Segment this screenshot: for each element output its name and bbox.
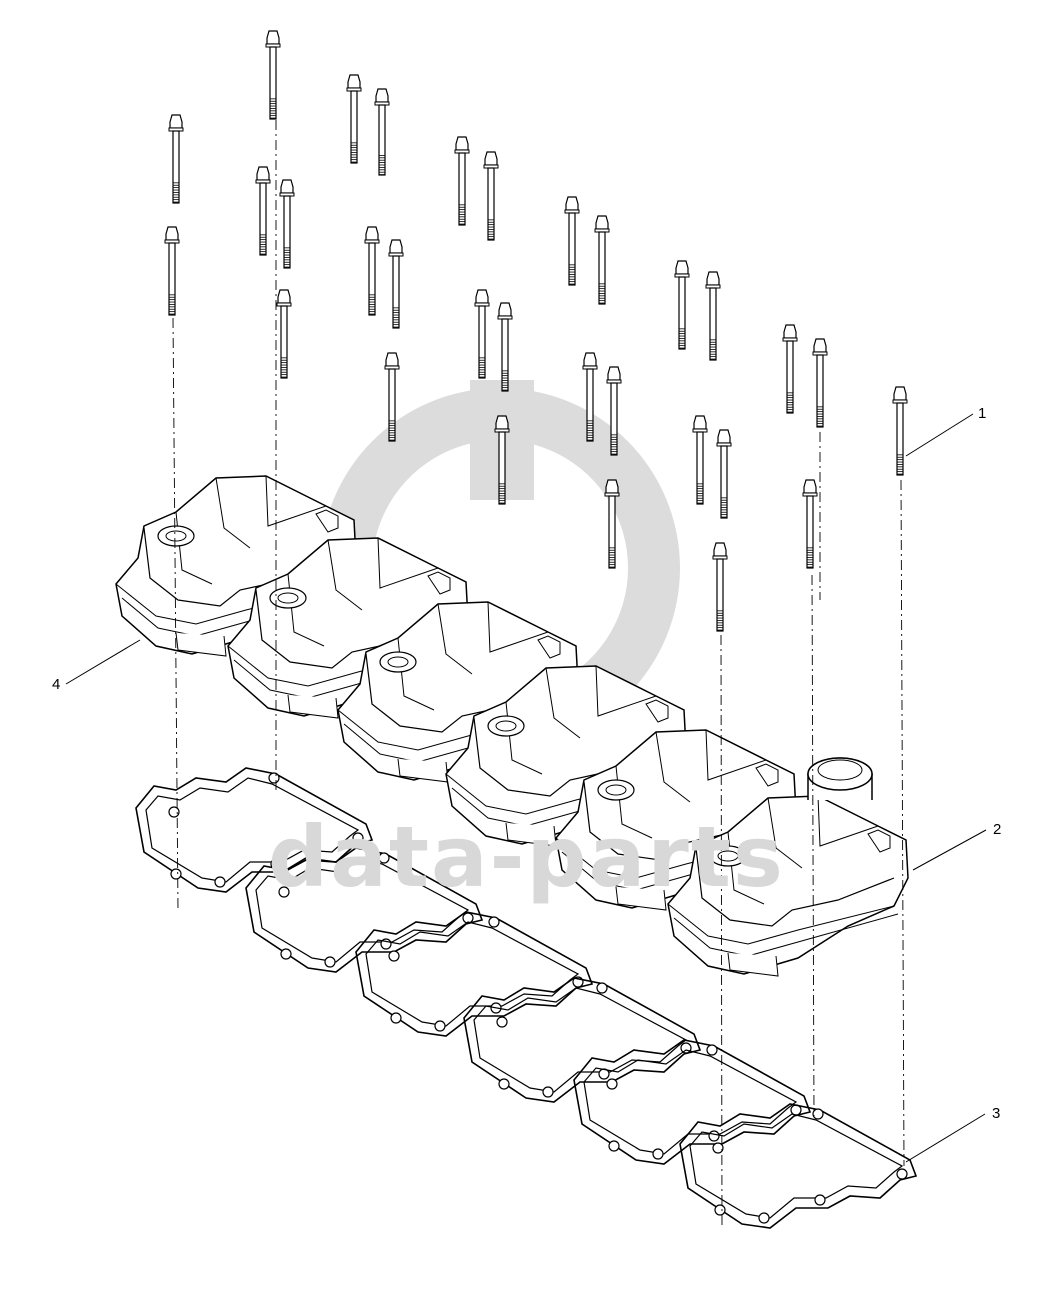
leader-line [905,1113,986,1163]
alignment-lines [172,120,905,1229]
bolt [812,338,828,428]
watermark-text: data-parts [268,808,785,906]
gasket [463,977,702,1103]
bolt [388,239,404,329]
bolts-group [164,30,908,632]
bolt [582,352,598,442]
gaskets-group [135,767,918,1229]
bolt [255,166,271,256]
bolt [454,136,470,226]
gasket [679,1103,918,1229]
bolt [279,179,295,269]
bolt [265,30,281,120]
bolt [674,260,690,350]
bolt [494,415,510,505]
callout-3: 3 [992,1105,1001,1122]
bolt [474,289,490,379]
valve-cover [445,665,687,847]
callout-4: 4 [52,676,61,693]
bolt [802,479,818,569]
bolt [346,74,362,164]
bolt [497,302,513,392]
valve-cover [227,537,469,719]
callout-leaders [65,413,987,1163]
bolt [604,479,620,569]
bolt [705,271,721,361]
alignment-line [900,479,905,1167]
bolt [276,289,292,379]
bolt [374,88,390,176]
bolt [594,215,610,305]
bolt [364,226,380,316]
bolt [892,386,908,476]
valve-cover [337,601,579,783]
bolt [384,352,400,442]
valve-cover [667,757,909,977]
alignment-line [720,634,723,1229]
bolt [692,415,708,505]
bolt [782,324,798,414]
bolt [564,196,580,286]
bolt [716,429,732,519]
gasket [135,767,374,893]
leader-line [912,829,987,871]
callout-1: 1 [978,405,987,422]
valve-covers-group [115,475,909,977]
bolt [164,226,180,316]
bolt [168,114,184,204]
gasket [573,1039,812,1165]
callout-2: 2 [993,821,1002,838]
leader-line [65,639,141,685]
gasket [355,911,594,1037]
valve-cover [115,475,357,657]
bolt [606,366,622,456]
bolt [712,542,728,632]
bolt [483,151,499,241]
leader-line [905,413,974,457]
